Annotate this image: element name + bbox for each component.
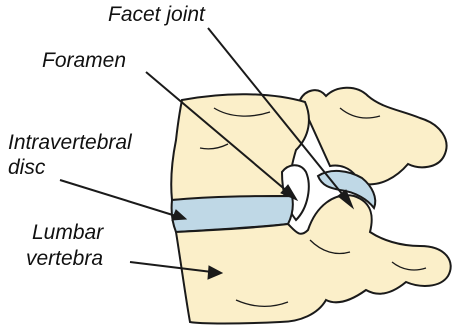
disc-leader <box>60 180 176 216</box>
vertebra-label-line1: Lumbar <box>32 222 103 243</box>
disc-label-line1: Intravertebral <box>8 132 132 153</box>
vertebra-label-line2: vertebra <box>26 248 103 269</box>
disc-label-line2: disc <box>8 157 45 178</box>
foramen-label: Foramen <box>42 50 126 71</box>
facet-joint-label: Facet joint <box>108 4 205 25</box>
